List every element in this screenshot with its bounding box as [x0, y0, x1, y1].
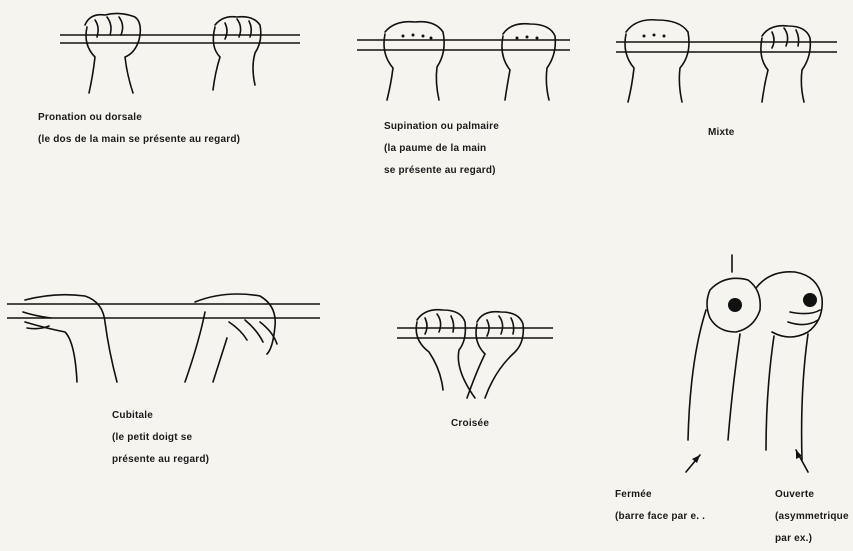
closed-description: (barre face par e. .: [615, 506, 705, 528]
crossed-grip-illustration: [395, 300, 555, 400]
closed-title: Fermée: [615, 484, 705, 506]
closed-caption: Fermée (barre face par e. .: [615, 484, 705, 528]
ulnar-grip-illustration: [5, 282, 325, 387]
pronation-caption: Pronation ou dorsale (le dos de la main …: [38, 107, 240, 151]
open-description-2: par ex.): [775, 528, 849, 550]
pronation-title: Pronation ou dorsale: [38, 107, 240, 129]
open-description-1: (asymmetrique: [775, 506, 849, 528]
mixed-caption: Mixte: [708, 122, 735, 144]
crossed-title: Croisée: [451, 413, 489, 435]
supination-grip-illustration: [355, 12, 575, 102]
supination-title: Supination ou palmaire: [384, 116, 499, 138]
open-title: Ouverte: [775, 484, 849, 506]
crossed-caption: Croisée: [451, 413, 489, 435]
supination-description-2: se présente au regard): [384, 160, 499, 182]
pronation-description: (le dos de la main se présente au regard…: [38, 129, 240, 151]
supination-caption: Supination ou palmaire (la paume de la m…: [384, 116, 499, 182]
ulnar-description-2: présente au regard): [112, 449, 209, 471]
mixed-title: Mixte: [708, 122, 735, 144]
ulnar-caption: Cubitale (le petit doigt se présente au …: [112, 405, 209, 471]
pronation-grip-illustration: [55, 5, 305, 95]
supination-description-1: (la paume de la main: [384, 138, 499, 160]
open-caption: Ouverte (asymmetrique par ex.): [775, 484, 849, 550]
ulnar-description-1: (le petit doigt se: [112, 427, 209, 449]
ulnar-title: Cubitale: [112, 405, 209, 427]
mixed-grip-illustration: [612, 10, 842, 105]
closed-open-grip-illustration: [670, 250, 845, 485]
